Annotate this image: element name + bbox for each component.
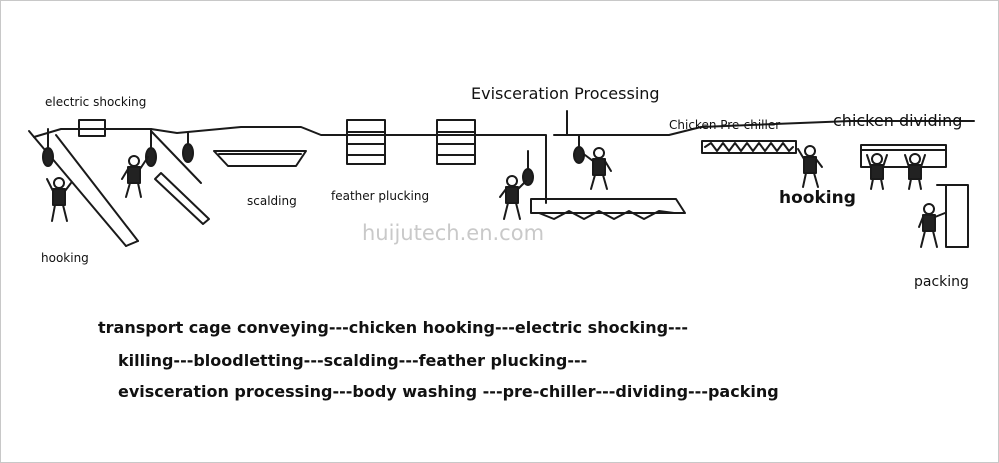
bleeding-trough	[150, 130, 210, 225]
label-hooking-right: hooking	[779, 188, 856, 208]
feather-plucking-machine-1	[346, 119, 386, 165]
chicken-icon	[522, 150, 534, 186]
chicken-icon	[145, 128, 157, 167]
process-flow-line-3: evisceration processing---body washing -…	[118, 382, 779, 401]
label-chicken-dividing: chicken dividing	[833, 111, 963, 130]
overhead-conveyor-rail	[28, 120, 975, 204]
label-hooking-left: hooking	[41, 251, 89, 265]
electric-shocking-box	[78, 119, 106, 137]
chicken-icon	[573, 134, 585, 164]
pre-chiller-tank	[701, 140, 797, 154]
scalding-tank	[213, 150, 307, 167]
label-evisceration-processing: Evisceration Processing	[471, 84, 660, 103]
worker-icon	[584, 147, 612, 190]
label-feather-plucking: feather plucking	[331, 189, 430, 203]
dividing-table	[860, 144, 947, 168]
watermark: huijutech.en.com	[362, 221, 545, 245]
workers	[46, 145, 946, 248]
worker-icon	[866, 153, 888, 190]
label-electric-shocking: electric shocking	[45, 95, 147, 109]
packing-cabinet	[936, 184, 969, 248]
worker-icon	[904, 153, 926, 190]
process-flow-line-1: transport cage conveying---chicken hooki…	[98, 318, 688, 337]
label-scalding: scalding	[247, 194, 297, 208]
feather-plucking-machine-2	[436, 119, 476, 165]
worker-icon	[499, 175, 527, 220]
worker-icon	[797, 145, 823, 188]
chicken-icon	[182, 132, 194, 163]
label-chicken-pre-chiller: Chicken Pre-chiller	[669, 118, 781, 132]
label-packing: packing	[914, 274, 969, 290]
hanging-chickens	[42, 128, 585, 186]
chicken-icon	[42, 128, 54, 167]
worker-icon	[121, 155, 149, 198]
worker-icon	[46, 177, 72, 222]
process-flow-line-2: killing---bloodletting---scalding---feat…	[118, 351, 588, 370]
worker-icon	[918, 203, 946, 248]
evisceration-table	[530, 110, 686, 220]
